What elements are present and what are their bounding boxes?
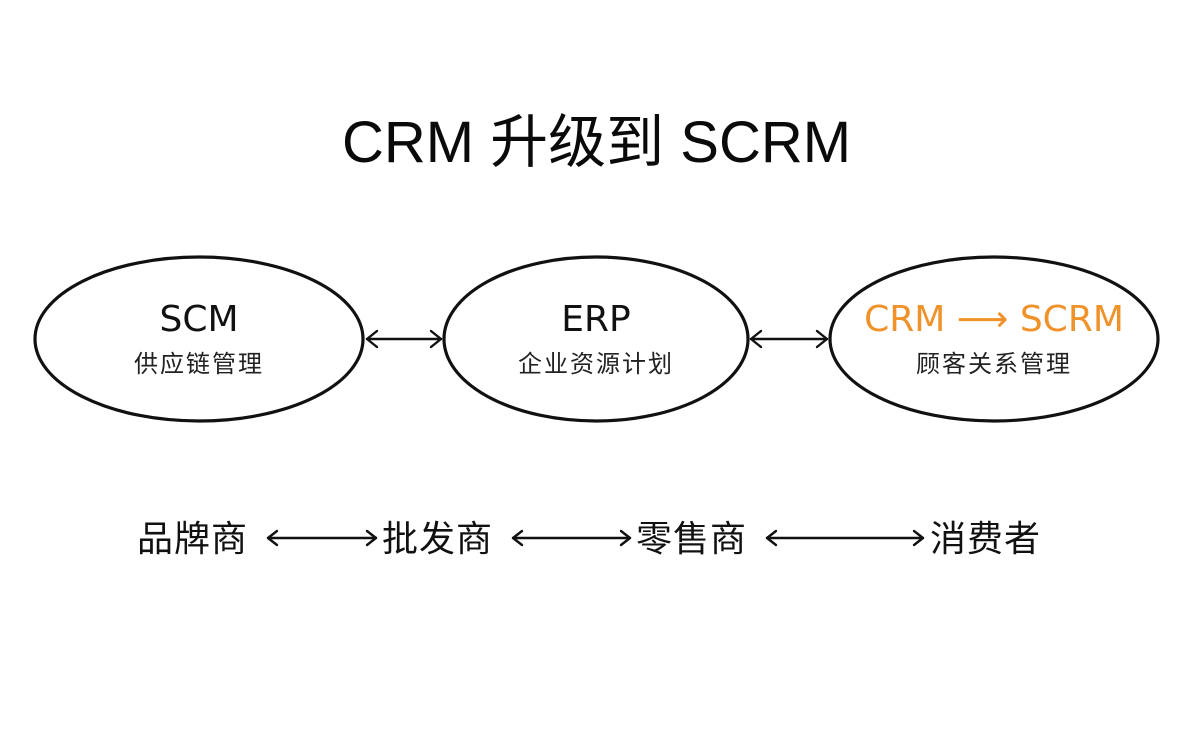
node-abbr: SCM — [159, 299, 239, 340]
connector-erp-crm — [749, 329, 829, 349]
chain-connector-1 — [266, 529, 378, 547]
diagram-title: CRM 升级到 SCRM — [341, 110, 852, 175]
node-label: 企业资源计划 — [518, 350, 674, 378]
node-label: 供应链管理 — [134, 350, 264, 378]
node-abbr: ERP — [561, 299, 631, 340]
abbr-from: CRM — [864, 299, 946, 340]
arrow-right-icon: ⟶ — [956, 299, 1009, 340]
node-crm: CRM ⟶ SCRM 顾客关系管理 — [829, 298, 1159, 380]
chain-connector-3 — [765, 529, 925, 547]
chain-item-consumer: 消费者 — [930, 519, 1042, 560]
chain-item-brand: 品牌商 — [137, 519, 249, 560]
abbr-to: SCRM — [1019, 299, 1124, 340]
chain-item-retailer: 零售商 — [636, 519, 748, 560]
node-ellipse-scm — [33, 255, 365, 423]
node-abbr-upgrade: CRM ⟶ SCRM — [829, 298, 1159, 342]
chain-item-wholesaler: 批发商 — [382, 519, 494, 560]
node-erp: ERP 企业资源计划 — [431, 298, 761, 380]
node-label: 顾客关系管理 — [916, 350, 1072, 378]
chain-connector-2 — [511, 529, 632, 547]
node-ellipse-crm — [828, 255, 1160, 423]
connector-scm-erp — [365, 329, 443, 349]
node-scm: SCM 供应链管理 — [34, 298, 364, 380]
node-ellipse-erp — [442, 255, 750, 423]
